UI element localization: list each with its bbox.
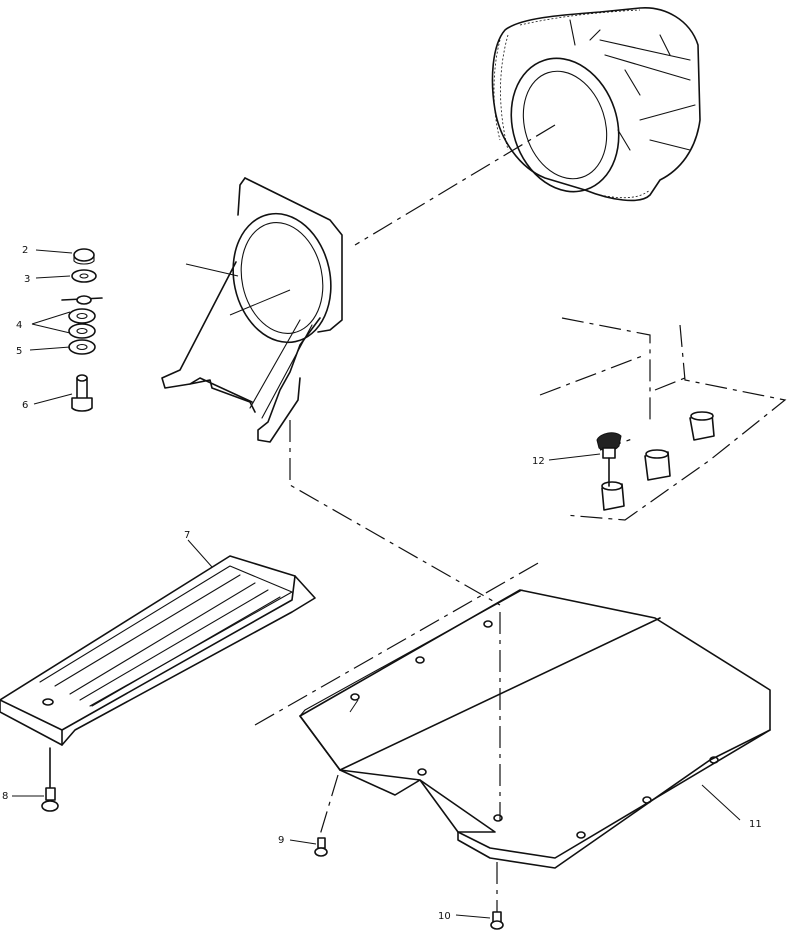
screw-9 <box>314 837 328 857</box>
screw-10 <box>490 911 504 930</box>
hardware-stack <box>61 248 103 412</box>
intake-grate <box>161 177 343 443</box>
callout-12: 12 <box>532 456 545 467</box>
callout-8: 8 <box>2 791 8 802</box>
callout-2: 2 <box>22 245 28 256</box>
callout-9: 9 <box>278 835 284 846</box>
ride-shoe <box>0 555 316 746</box>
callout-4: 4 <box>16 320 22 331</box>
callout-5: 5 <box>16 346 22 357</box>
leader-1 <box>185 263 239 277</box>
mounting-box <box>539 317 787 521</box>
callout-11: 11 <box>749 819 762 830</box>
callout-3: 3 <box>24 274 30 285</box>
callout-6: 6 <box>22 400 28 411</box>
bolt-8 <box>41 747 59 812</box>
pump-housing <box>491 7 701 202</box>
callout-7: 7 <box>184 530 190 541</box>
callout-10: 10 <box>438 911 451 922</box>
skid-plate <box>299 589 771 869</box>
